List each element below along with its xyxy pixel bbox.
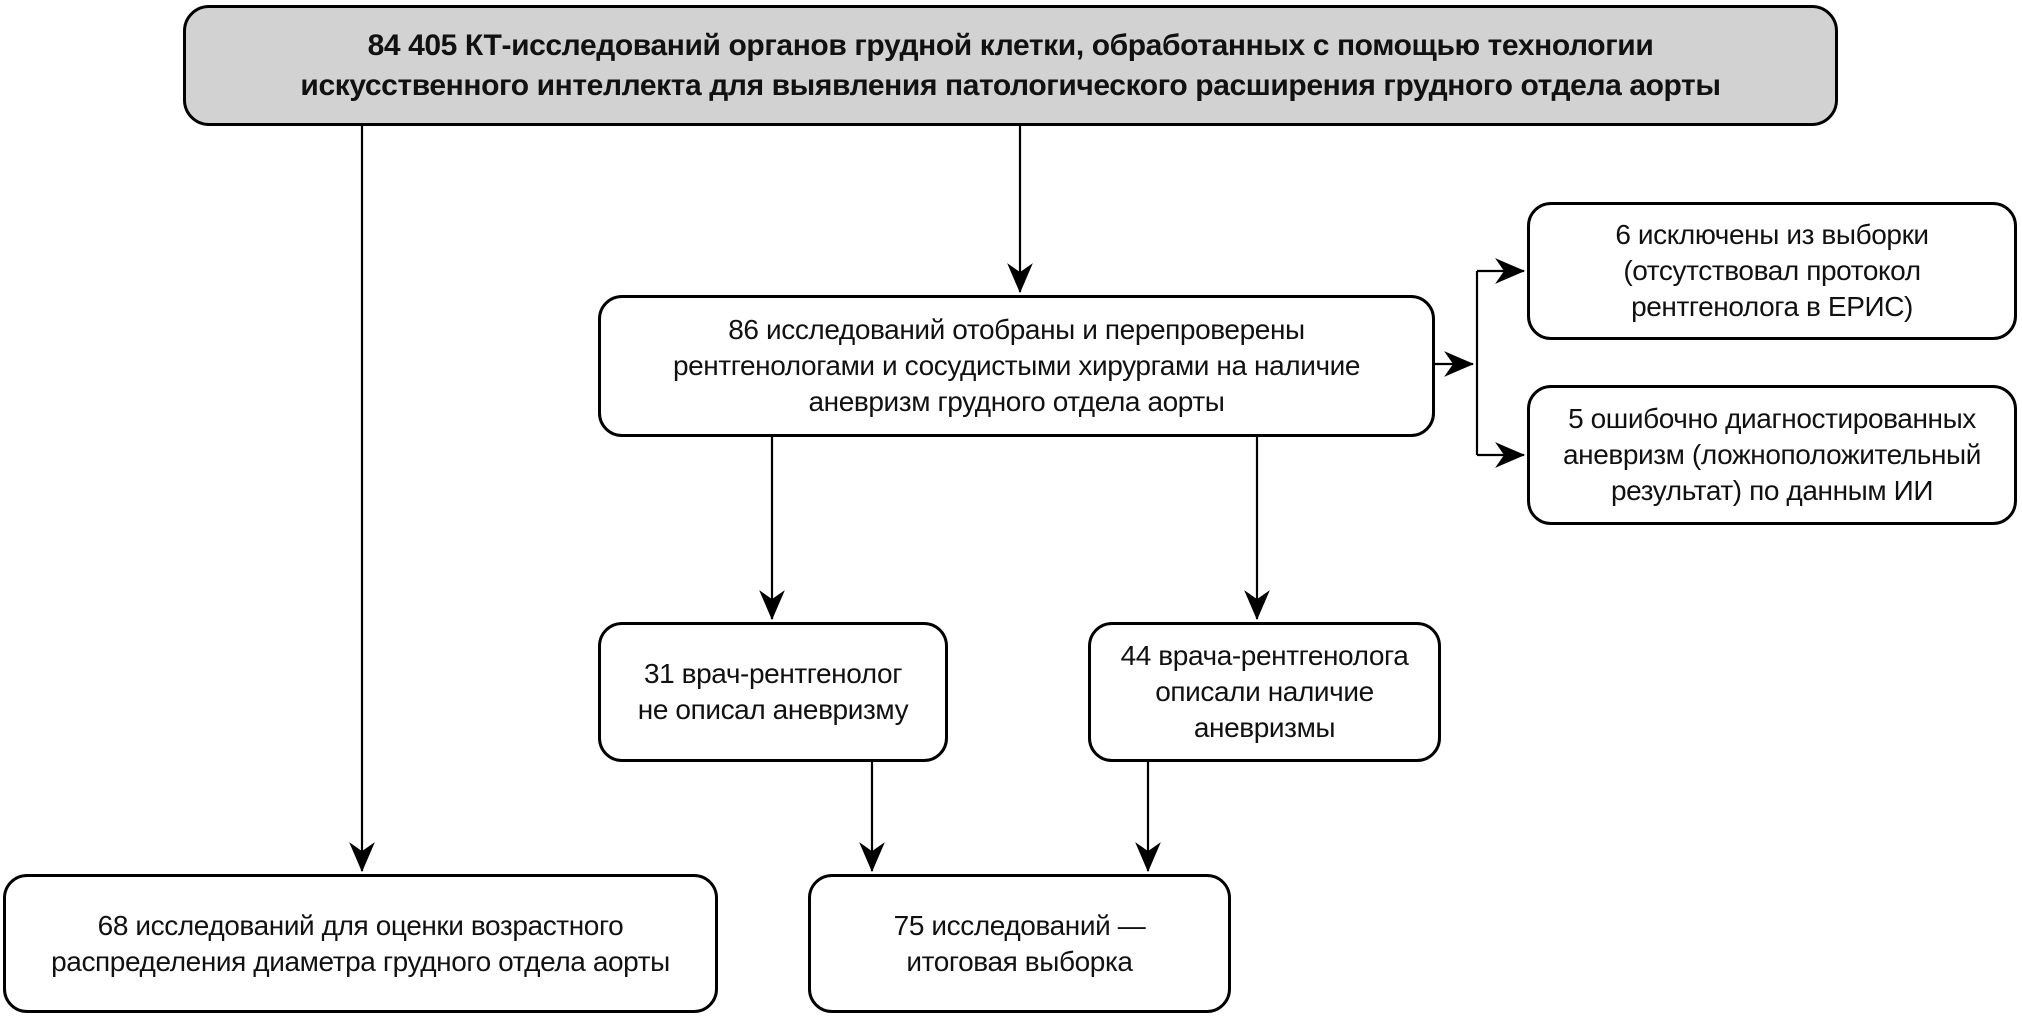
node-excluded-studies: 6 исключены из выборки (отсутствовал про… [1527, 202, 2017, 340]
node-text-line: 5 ошибочно диагностированных [1568, 403, 1976, 434]
node-aneurysm-not-described: 31 врач-рентгенолог не описал аневризму [598, 622, 948, 762]
node-text-line: описали наличие [1155, 676, 1374, 707]
node-text-line: (отсутствовал протокол [1623, 255, 1921, 286]
node-text-line: 44 врача-рентгенолога [1120, 640, 1409, 671]
node-text-line: 31 врач-рентгенолог [643, 658, 903, 689]
node-false-positive: 5 ошибочно диагностированных аневризм (л… [1527, 385, 2017, 525]
node-text-line: результат) по данным ИИ [1610, 475, 1934, 506]
node-text-line: аневризм (ложноположительный [1562, 439, 1982, 470]
node-text-line: аневризм грудного отдела аорты [808, 386, 1225, 417]
node-text-line: аневризмы [1193, 712, 1336, 743]
node-text-line: 86 исследований отобраны и перепроверены [728, 314, 1305, 345]
node-age-distribution-studies: 68 исследований для оценки возрастного р… [3, 874, 718, 1013]
node-text-line: не описал аневризму [637, 694, 909, 725]
node-text-line: 6 исключены из выборки [1615, 219, 1929, 250]
node-text-line: 84 405 КТ-исследований органов грудной к… [367, 28, 1654, 62]
node-selected-studies: 86 исследований отобраны и перепроверены… [598, 295, 1435, 437]
node-final-sample: 75 исследований — итоговая выборка [808, 874, 1231, 1013]
node-text-line: итоговая выборка [906, 945, 1133, 977]
node-text-line: 75 исследований — [893, 909, 1146, 941]
node-total-ct-studies: 84 405 КТ-исследований органов грудной к… [183, 5, 1838, 126]
node-text-line: рентгенолога в ЕРИС) [1631, 291, 1913, 322]
node-text-line: распределения диаметра грудного отдела а… [51, 945, 670, 977]
node-text-line: 68 исследований для оценки возрастного [97, 909, 624, 941]
node-aneurysm-described: 44 врача-рентгенолога описали наличие ан… [1088, 622, 1441, 762]
node-text-line: искусственного интеллекта для выявления … [300, 68, 1721, 102]
node-text-line: рентгенологами и сосудистыми хирургами н… [672, 350, 1361, 381]
